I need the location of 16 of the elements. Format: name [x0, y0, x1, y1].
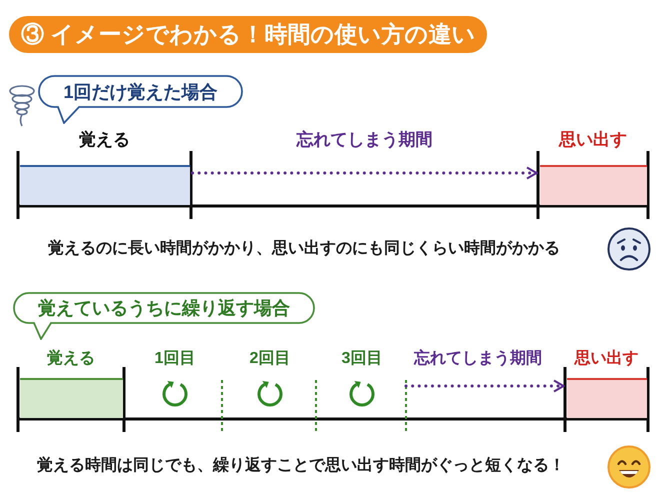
- repetition-label: 1回目: [154, 349, 196, 369]
- edge-label: 忘れてしまう期間: [414, 348, 542, 369]
- segment-label: 覚える: [79, 129, 130, 151]
- dotted-arrow: [404, 380, 565, 392]
- segment-label: 思い出す: [574, 348, 638, 369]
- dotted-arrow: [191, 166, 538, 180]
- segment-label: 覚える: [47, 348, 95, 369]
- title-banner: ③ イメージでわかる！時間の使い方の違い: [9, 16, 488, 53]
- callout-text: 1回だけ覚えた場合: [63, 80, 218, 102]
- segment-label: 思い出す: [559, 129, 627, 151]
- repetition-label: 2回目: [250, 349, 290, 369]
- repetition-label: 3回目: [342, 349, 382, 369]
- edge-label: 忘れてしまう期間: [296, 129, 432, 151]
- callout-text: 覚えているうちに繰り返す場合: [38, 297, 290, 319]
- caption-text: 覚えるのに長い時間がかかり、思い出すのにも同じくらい時間がかかる: [48, 238, 560, 259]
- caption-text: 覚える時間は同じでも、繰り返すことで思い出す時間がぐっと短くなる！: [37, 455, 565, 476]
